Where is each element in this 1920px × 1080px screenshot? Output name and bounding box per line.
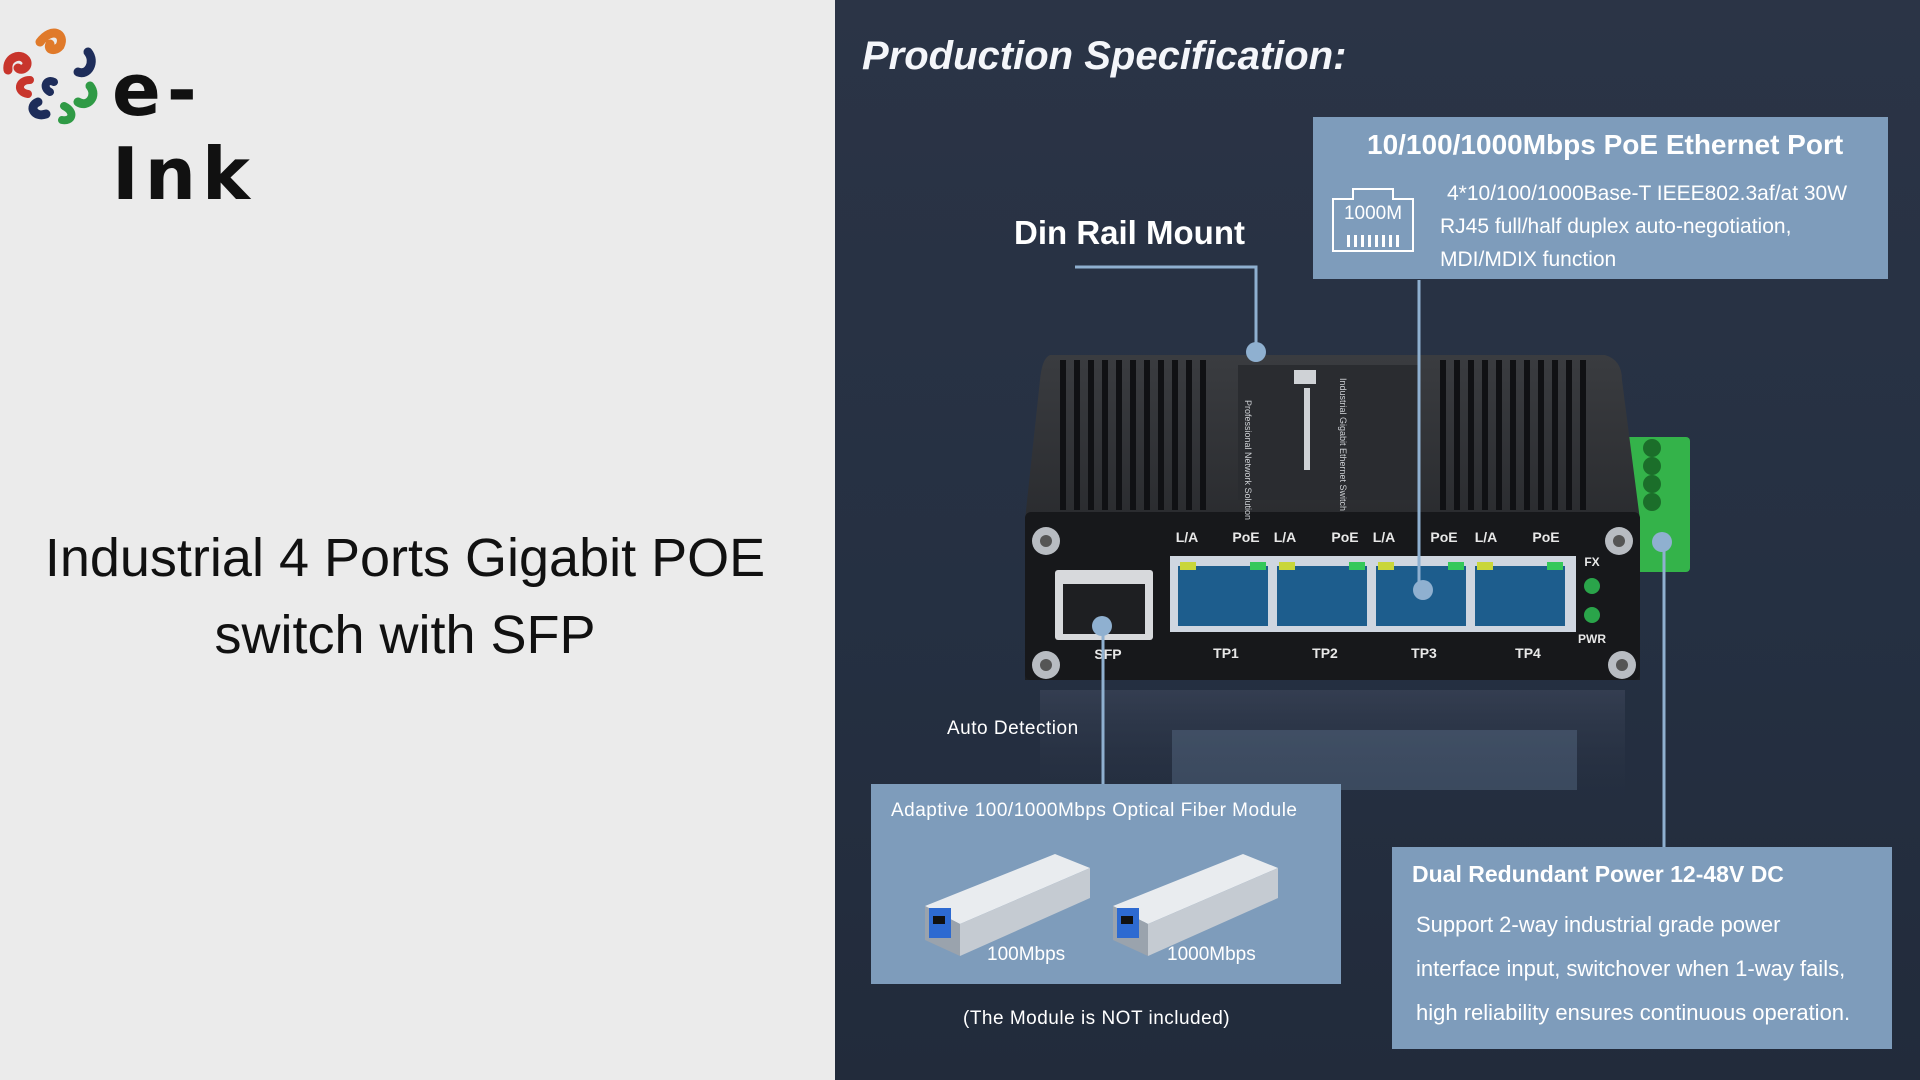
- port-top-label: PoE: [1532, 529, 1559, 545]
- ethernet-port-callout: 10/100/1000Mbps PoE Ethernet Port 1000M …: [1313, 117, 1888, 279]
- port-top-label: PoE: [1331, 529, 1358, 545]
- side-text-1: Professional Network Solution: [1243, 400, 1253, 520]
- power-line: interface input, switchover when 1-way f…: [1416, 956, 1846, 981]
- headline-line-2: switch with SFP: [214, 605, 596, 665]
- power-line: high reliability ensures continuous oper…: [1416, 1000, 1851, 1025]
- fiber-callout-title: Adaptive 100/1000Mbps Optical Fiber Modu…: [891, 800, 1298, 821]
- din-rail-label: Din Rail Mount: [1014, 214, 1245, 251]
- port-top-label: PoE: [1430, 529, 1457, 545]
- callout-dots: [1092, 342, 1672, 636]
- fx-label: FX: [1584, 555, 1599, 569]
- logo-text: e-Ink: [112, 48, 256, 216]
- spec-title: Production Specification:: [862, 34, 1347, 78]
- ethernet-port-block: [1170, 556, 1576, 632]
- power-callout: Dual Redundant Power 12-48V DC Support 2…: [1392, 847, 1892, 1049]
- port-label-tp2: TP2: [1312, 645, 1338, 661]
- page-headline: Industrial 4 Ports Gigabit POE switch wi…: [0, 520, 810, 674]
- callout-lines: [1075, 265, 1666, 847]
- sfp-module-icon: [1113, 854, 1278, 956]
- port-top-label: PoE: [1232, 529, 1259, 545]
- logo-mark-icon: [3, 28, 98, 125]
- fx-led-icon: [1584, 578, 1600, 594]
- power-callout-text: Support 2-way industrial grade power int…: [1416, 903, 1850, 1035]
- port-top-label: L/A: [1475, 529, 1498, 545]
- power-callout-title: Dual Redundant Power 12-48V DC: [1412, 861, 1784, 887]
- port-top-label: L/A: [1176, 529, 1199, 545]
- module-label-100: 100Mbps: [987, 944, 1066, 965]
- port-label-tp4: TP4: [1515, 645, 1541, 661]
- pwr-label: PWR: [1578, 632, 1606, 646]
- auto-detection-label: Auto Detection: [947, 718, 1079, 739]
- ethernet-line: RJ45 full/half duplex auto-negotiation,: [1440, 215, 1792, 238]
- headline-line-1: Industrial 4 Ports Gigabit POE: [44, 528, 766, 588]
- top-label-panel: Professional Network Solution Industrial…: [1238, 365, 1418, 520]
- ethernet-line: MDI/MDIX function: [1440, 248, 1617, 271]
- port-label-tp3: TP3: [1411, 645, 1437, 661]
- rj45-port-icon: 1000M: [1331, 181, 1415, 253]
- pwr-led-icon: [1584, 607, 1600, 623]
- module-not-included-note: (The Module is NOT included): [963, 1008, 1231, 1029]
- sfp-module-icon: [925, 854, 1090, 956]
- module-label-1000: 1000Mbps: [1167, 944, 1256, 965]
- power-line: Support 2-way industrial grade power: [1416, 912, 1781, 937]
- device-reflection: [1040, 690, 1625, 800]
- brand-logo: e-Ink: [0, 22, 330, 216]
- ethernet-callout-text: 4*10/100/1000Base-T IEEE802.3af/at 30W R…: [1440, 177, 1847, 276]
- side-text-2: Industrial Gigabit Ethernet Switch: [1338, 378, 1348, 511]
- ethernet-callout-title: 10/100/1000Mbps PoE Ethernet Port: [1367, 129, 1844, 160]
- sfp-cage: SFP: [1055, 570, 1153, 662]
- port-top-label: L/A: [1373, 529, 1396, 545]
- rj45-icon-label: 1000M: [1343, 203, 1403, 224]
- ethernet-line: 4*10/100/1000Base-T IEEE802.3af/at 30W: [1447, 182, 1848, 205]
- port-reflections: [1172, 730, 1577, 790]
- fiber-module-callout: Adaptive 100/1000Mbps Optical Fiber Modu…: [871, 784, 1341, 984]
- port-label-tp1: TP1: [1213, 645, 1239, 661]
- status-leds: FX PWR: [1578, 555, 1606, 646]
- sfp-label: SFP: [1094, 646, 1121, 662]
- port-top-label: L/A: [1274, 529, 1297, 545]
- left-panel: e-Ink Industrial 4 Ports Gigabit POE swi…: [0, 0, 835, 1080]
